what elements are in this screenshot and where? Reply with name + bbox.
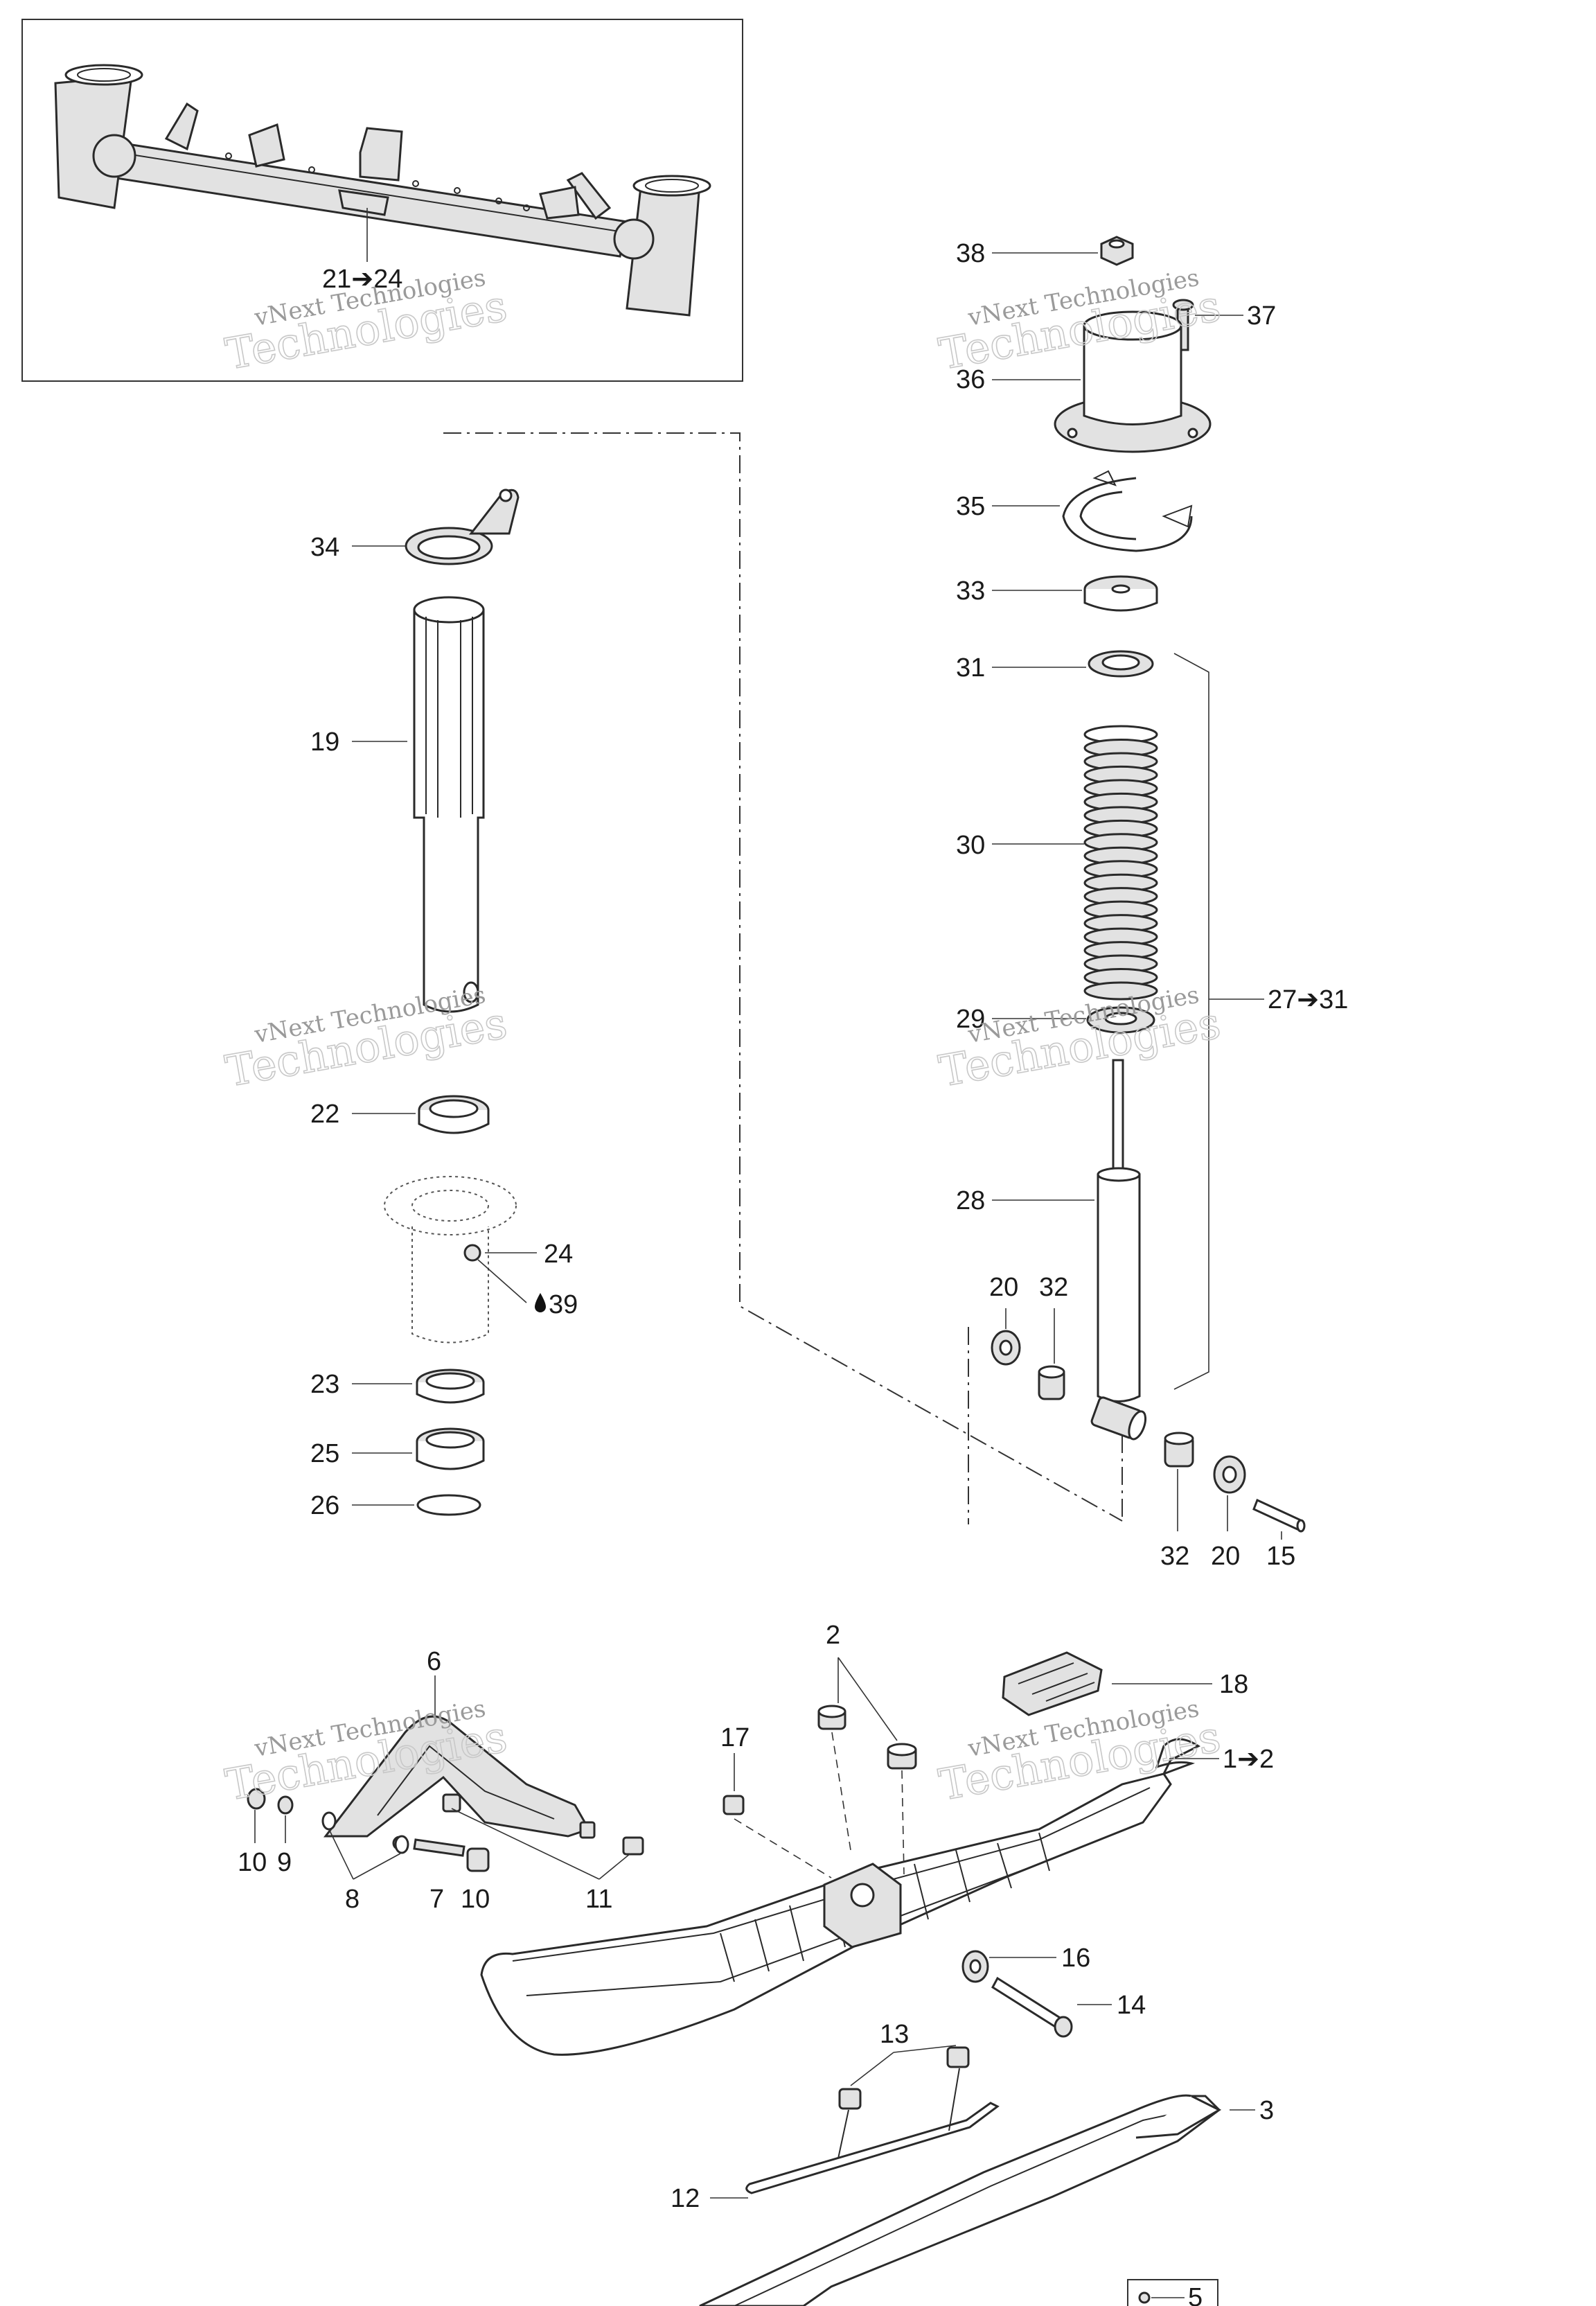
label-26: 26	[310, 1491, 339, 1520]
shock-assembly: 38 37 36 35 33	[956, 236, 1348, 1571]
part-17-nut	[722, 1795, 745, 1815]
part-14-bolt	[991, 1976, 1073, 2038]
part-29-spring-seat	[1086, 1006, 1155, 1034]
label-7: 7	[429, 1885, 444, 1914]
watermarks: vNext Technologies Technologies vNext Te…	[221, 264, 1224, 1811]
label-15: 15	[1266, 1542, 1295, 1571]
label-2: 2	[826, 1621, 840, 1650]
label-36: 36	[956, 365, 985, 394]
label-14: 14	[1117, 1991, 1146, 2020]
part-25-bushing	[416, 1427, 485, 1470]
part-32-bushing-left	[1038, 1365, 1065, 1400]
label-39: 39	[549, 1290, 578, 1319]
label-18: 18	[1219, 1670, 1248, 1699]
part-35-retainer	[1062, 470, 1193, 552]
label-20b: 20	[1211, 1542, 1240, 1571]
part-30-spring	[1083, 725, 1158, 1001]
label-38: 38	[956, 239, 985, 268]
label-32a: 32	[1039, 1273, 1068, 1302]
label-31: 31	[956, 653, 985, 683]
part-32-bushing-right	[1164, 1432, 1194, 1468]
label-11: 11	[585, 1885, 612, 1914]
label-5: 5	[1188, 2283, 1203, 2306]
label-25: 25	[310, 1439, 339, 1468]
part-3-ski	[699, 2094, 1222, 2306]
spring-coil	[1083, 981, 1158, 1001]
part-28-shock-body	[1090, 1059, 1147, 1441]
label-12: 12	[671, 2184, 700, 2213]
label-17: 17	[720, 1723, 750, 1752]
label-30: 30	[956, 831, 985, 860]
label-10b: 10	[461, 1885, 490, 1914]
label-37: 37	[1247, 301, 1276, 331]
part-5-box: 5	[1127, 2279, 1218, 2306]
label-32b: 32	[1160, 1542, 1189, 1571]
part-33-seat	[1083, 575, 1158, 612]
label-range-27-31: 27➔31	[1268, 985, 1348, 1014]
handle-hardware	[247, 1788, 644, 1872]
label-6: 6	[427, 1647, 441, 1676]
part-19-column	[413, 596, 485, 1013]
label-22: 22	[310, 1100, 339, 1129]
part-2-bushings	[817, 1705, 917, 1770]
drop-icon	[535, 1293, 546, 1312]
label-10a: 10	[238, 1848, 267, 1877]
label-29: 29	[956, 1005, 985, 1034]
label-frame-ref: 21➔24	[322, 265, 402, 294]
part-1-ski-body	[480, 1738, 1200, 2056]
part-23-bushing	[416, 1368, 485, 1404]
part-24-fitting	[463, 1244, 481, 1262]
label-20a: 20	[989, 1273, 1018, 1302]
label-9: 9	[277, 1848, 292, 1877]
label-range-1-2: 1➔2	[1223, 1745, 1274, 1774]
part-34-ring	[405, 489, 520, 565]
steering-column-assembly: 34 19 22 24	[310, 489, 578, 1520]
label-23: 23	[310, 1370, 339, 1399]
label-3: 3	[1259, 2096, 1274, 2125]
part-36-cap	[1054, 310, 1212, 453]
label-16: 16	[1061, 1944, 1090, 1973]
label-8: 8	[345, 1885, 360, 1914]
label-19: 19	[310, 728, 339, 757]
part-20-washer-left	[991, 1330, 1021, 1366]
label-33: 33	[956, 576, 985, 606]
part-26-circlip	[416, 1494, 481, 1516]
front-frame-inset: 21➔24	[21, 19, 743, 382]
part-16-washer	[961, 1950, 989, 1983]
part-20-washer-right	[1213, 1455, 1246, 1494]
reference-lines	[443, 432, 1123, 1524]
label-13: 13	[880, 2020, 909, 2049]
part-18-pad	[1002, 1651, 1103, 1716]
part-22-bushing	[418, 1095, 490, 1134]
part-12-runner	[745, 2068, 1000, 2194]
label-35: 35	[956, 492, 985, 521]
part-13-nuts	[838, 2046, 970, 2110]
part-15-bolt	[1252, 1498, 1306, 1533]
steering-housing-phantom	[384, 1176, 517, 1344]
label-24: 24	[544, 1240, 573, 1269]
part-31-spring-seat	[1088, 650, 1154, 678]
ski-assembly: 6 10 9 8 7 10 11	[238, 1621, 1274, 2306]
label-28: 28	[956, 1186, 985, 1215]
label-34: 34	[310, 533, 339, 562]
